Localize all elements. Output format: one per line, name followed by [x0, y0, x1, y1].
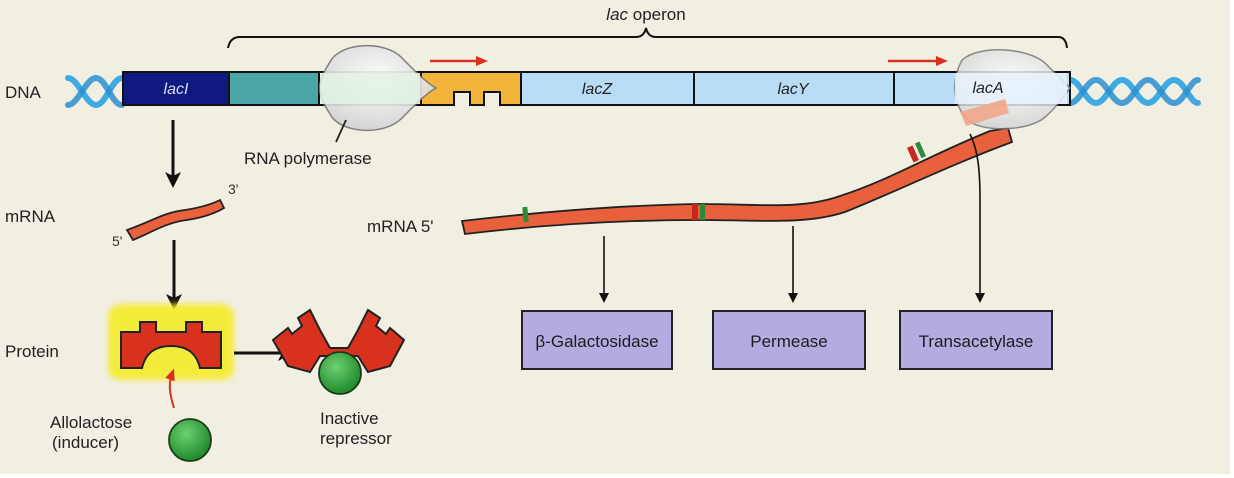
five-prime-label: 5' [112, 233, 122, 249]
promoter-region[interactable] [228, 71, 320, 106]
operon-mrna-label: mRNA 5' [367, 217, 434, 236]
enzyme-label: Transacetylase [919, 332, 1034, 351]
inactive-label-line1: Inactive [320, 409, 379, 428]
dna-helix-right [1067, 76, 1201, 107]
dna-bar [122, 71, 1071, 106]
operon-title: lac operon [606, 5, 685, 24]
translation-arrow-laca [969, 133, 985, 303]
gene-label-lacy: lacY [777, 81, 809, 98]
start-codon [914, 141, 926, 159]
operon-mrna[interactable] [460, 126, 1014, 235]
inducer-label-line2: (inducer) [52, 433, 119, 452]
protein-label: Protein [5, 342, 59, 361]
enzyme-label: β-Galactosidase [535, 332, 658, 351]
enzyme-beta-galactosidase[interactable]: β-Galactosidase [521, 310, 673, 370]
dna-helix-left [65, 74, 125, 109]
gene-label-lacz: lacZ [582, 81, 613, 98]
gene-label-laca: lacA [972, 80, 1003, 97]
rna-polymerase-pointer [335, 119, 347, 143]
gene-lacz[interactable] [520, 71, 695, 106]
laci-mrna[interactable] [125, 198, 226, 242]
gene-lacy[interactable] [693, 71, 895, 106]
gene-laci[interactable] [122, 71, 230, 106]
three-prime-label: 3' [228, 181, 238, 197]
active-repressor[interactable] [108, 304, 234, 380]
inactive-repressor[interactable] [271, 308, 406, 395]
inactive-label-line2: repressor [320, 429, 392, 448]
rna-polymerase-promoter[interactable] [318, 45, 438, 131]
inducer-binding-arrow [165, 368, 175, 409]
enzyme-label: Permease [750, 332, 827, 351]
inducer-label-line1: Allolactose [50, 413, 132, 432]
stop-codon [692, 204, 698, 220]
operon-brace [227, 27, 1068, 49]
start-codon [700, 204, 705, 220]
mrna-label: mRNA [5, 207, 56, 226]
enzyme-transacetylase[interactable]: Transacetylase [899, 310, 1053, 370]
stop-codon [907, 145, 919, 163]
allolactose-molecule[interactable] [168, 418, 212, 462]
gene-label-laci: lacI [164, 81, 189, 98]
rna-polymerase-transcribing[interactable] [954, 49, 1071, 130]
rna-polymerase-label: RNA polymerase [244, 149, 372, 168]
dna-label: DNA [5, 83, 42, 102]
enzyme-permease[interactable]: Permease [712, 310, 866, 370]
start-codon [522, 206, 529, 223]
